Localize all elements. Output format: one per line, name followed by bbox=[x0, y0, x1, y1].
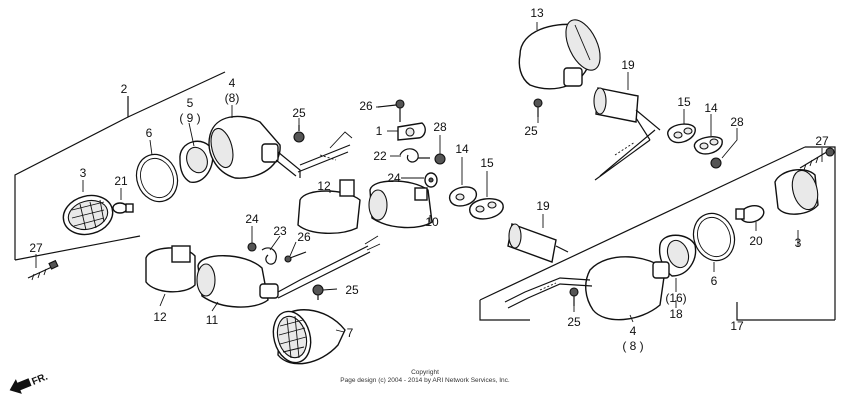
copyright-line-2: Page design (c) 2004 - 2014 by ARI Netwo… bbox=[340, 377, 510, 384]
screw-26-lower bbox=[284, 251, 307, 263]
housing-4-right bbox=[504, 256, 670, 321]
grommet-15-center bbox=[469, 197, 504, 220]
callout-6-left: 6 bbox=[146, 126, 153, 140]
callout-25-lower: 25 bbox=[345, 283, 359, 297]
callout-3-left: 3 bbox=[80, 166, 87, 180]
screw-27-left bbox=[27, 259, 59, 281]
callout-13: 13 bbox=[530, 6, 544, 20]
callout-15-center: 15 bbox=[480, 156, 494, 170]
callout-24-center: 24 bbox=[387, 171, 401, 185]
grommet-15-top bbox=[667, 123, 696, 144]
callout-12-lower: 12 bbox=[153, 310, 167, 324]
callout-23: 23 bbox=[273, 224, 287, 238]
lens-3-left bbox=[62, 194, 114, 236]
arrow-icon bbox=[9, 378, 32, 394]
callout-3-right: 3 bbox=[795, 236, 802, 250]
grommet-14-center bbox=[449, 186, 477, 207]
callout-25-left: 25 bbox=[292, 106, 306, 120]
callout-18: 18 bbox=[669, 307, 683, 321]
bracket-12-upper bbox=[297, 179, 361, 235]
wire-harness-lower bbox=[277, 235, 381, 299]
gasket-6-right bbox=[692, 212, 736, 262]
bulb-21 bbox=[112, 202, 134, 214]
nut-28-top bbox=[710, 157, 722, 169]
washer-24-center bbox=[424, 172, 438, 188]
callout-15-top: 15 bbox=[677, 95, 691, 109]
clip-22 bbox=[399, 148, 430, 163]
callout-27-right: 27 bbox=[815, 134, 829, 148]
callout-20: 20 bbox=[749, 234, 763, 248]
front-label: FR. bbox=[30, 371, 49, 387]
callout-1: 1 bbox=[376, 124, 383, 138]
socket-5 bbox=[179, 140, 214, 183]
callout-26-lower: 26 bbox=[297, 230, 311, 244]
callout-28-top: 28 bbox=[730, 115, 744, 129]
callout-5: 5 bbox=[187, 96, 194, 110]
screw-26-top bbox=[377, 99, 405, 122]
copyright-line-1: Copyright bbox=[411, 369, 439, 376]
callout-labels: 13 19 25 15 14 28 27 2 4 (8) 5 ( 9 ) 25 … bbox=[29, 6, 829, 353]
callout-4-right: 4 bbox=[630, 324, 637, 338]
callout-28-center: 28 bbox=[433, 120, 447, 134]
screw-25-right bbox=[569, 287, 579, 306]
screw-25-top bbox=[533, 98, 543, 117]
callout-6-right: 6 bbox=[711, 274, 718, 288]
screw-25-lower bbox=[312, 284, 324, 300]
callout-14-center: 14 bbox=[455, 142, 469, 156]
housing-4-left bbox=[208, 115, 353, 179]
callout-9: ( 9 ) bbox=[179, 111, 200, 125]
screw-25-left bbox=[293, 125, 305, 143]
clamp-1 bbox=[397, 122, 426, 141]
callout-11: 11 bbox=[206, 313, 219, 327]
callout-8-left: (8) bbox=[225, 91, 240, 105]
callout-19-center: 19 bbox=[536, 199, 550, 213]
socket-19-top bbox=[593, 87, 661, 181]
callout-21: 21 bbox=[114, 174, 128, 188]
callout-19-top: 19 bbox=[621, 58, 635, 72]
grommet-14-top bbox=[693, 136, 723, 155]
callout-8-right: ( 8 ) bbox=[622, 339, 643, 353]
callout-12-upper: 12 bbox=[317, 179, 331, 193]
callout-10: 10 bbox=[425, 215, 439, 229]
front-arrow: FR. bbox=[9, 371, 50, 394]
socket-19-center bbox=[507, 223, 569, 263]
screw-27-right bbox=[799, 147, 835, 171]
callout-24-lower: 24 bbox=[245, 212, 259, 226]
callout-2: 2 bbox=[121, 82, 128, 96]
housing-7 bbox=[272, 309, 346, 365]
clamp-10 bbox=[368, 180, 433, 229]
turn-signal-housing-13 bbox=[518, 19, 601, 90]
callout-14-top: 14 bbox=[704, 101, 718, 115]
gasket-6-left bbox=[135, 153, 179, 203]
callout-25-top: 25 bbox=[524, 124, 538, 138]
bulb-20 bbox=[735, 204, 765, 224]
bracket-12-lower bbox=[145, 245, 196, 293]
callout-17: 17 bbox=[730, 319, 744, 333]
callout-4-left: 4 bbox=[229, 76, 236, 90]
nut-28-center bbox=[434, 153, 446, 165]
callout-26-top: 26 bbox=[359, 99, 373, 113]
callout-27-left: 27 bbox=[29, 241, 43, 255]
callout-22: 22 bbox=[373, 149, 387, 163]
leader-lines bbox=[35, 22, 823, 333]
callout-16: (16) bbox=[665, 291, 686, 305]
callout-25-right: 25 bbox=[567, 315, 581, 329]
wire-clip-23 bbox=[261, 247, 277, 265]
housing-11 bbox=[196, 255, 279, 308]
lens-3-right bbox=[774, 168, 819, 215]
screw-24-lower bbox=[247, 242, 257, 252]
callout-7: 7 bbox=[347, 326, 354, 340]
